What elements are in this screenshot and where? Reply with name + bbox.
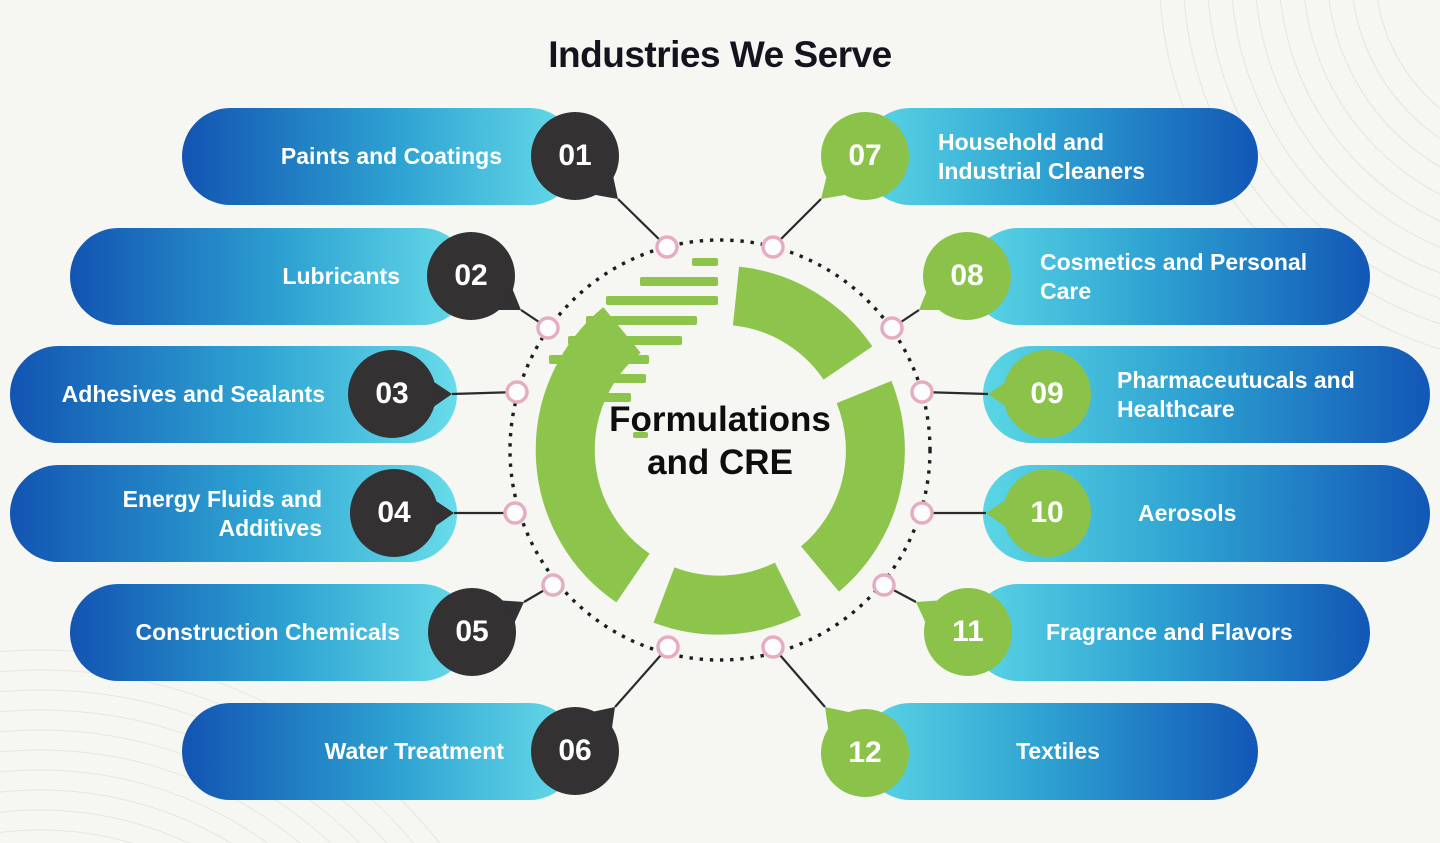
- ring-segment-top: [732, 266, 873, 381]
- industry-pill-07: Household and Industrial Cleaners: [862, 108, 1258, 205]
- industry-number-badge-11: 11: [924, 588, 1012, 676]
- badge-number: 03: [375, 377, 409, 410]
- page-title: Industries We Serve: [548, 34, 892, 75]
- industry-number-badge-07: 07: [821, 112, 909, 200]
- industry-pill-05: Construction Chemicals: [70, 584, 470, 681]
- center-label: Formulations and CRE: [609, 400, 831, 483]
- industry-label-07: Household and Industrial Cleaners: [938, 129, 1146, 184]
- badge-number: 01: [558, 139, 592, 172]
- industry-number-badge-04: 04: [350, 469, 438, 557]
- industry-label-05: Construction Chemicals: [135, 619, 400, 646]
- industry-pill-06: Water Treatment: [182, 703, 578, 800]
- industry-number-badge-03: 03: [348, 350, 436, 438]
- badge-number: 10: [1030, 496, 1064, 529]
- badge-number: 04: [377, 496, 411, 529]
- ring-segment-bottom: [653, 562, 802, 635]
- badge-number: 05: [455, 615, 489, 648]
- badge-number: 06: [558, 734, 592, 767]
- industry-pill-12: Textiles: [862, 703, 1258, 800]
- badge-number: 07: [848, 139, 882, 172]
- industry-label-10: Aerosols: [1138, 500, 1237, 527]
- industry-pill-08: Cosmetics and Personal Care: [970, 228, 1370, 325]
- industry-number-badge-06: 06: [531, 707, 619, 795]
- industry-number-badge-10: 10: [1003, 469, 1091, 557]
- industry-label-09: Pharmaceutucals and Healthcare: [1117, 367, 1355, 422]
- industry-label-06: Water Treatment: [324, 738, 504, 765]
- industry-pill-02: Lubricants: [70, 228, 470, 325]
- industry-label-02: Lubricants: [282, 263, 400, 290]
- industry-pill-01: Paints and Coatings: [182, 108, 578, 205]
- badge-number: 09: [1030, 377, 1064, 410]
- industry-number-badge-12: 12: [821, 709, 909, 797]
- industry-label-08: Cosmetics and Personal Care: [1040, 249, 1308, 304]
- industry-label-11: Fragrance and Flavors: [1046, 619, 1293, 646]
- badge-number: 12: [848, 736, 882, 769]
- industry-pill-11: Fragrance and Flavors: [970, 584, 1370, 681]
- industry-label-01: Paints and Coatings: [280, 143, 502, 170]
- industry-label-12: Textiles: [1016, 738, 1100, 765]
- industry-label-03: Adhesives and Sealants: [61, 381, 325, 408]
- industry-label-04: Energy Fluids and Additives: [122, 486, 322, 541]
- industry-number-badge-08: 08: [923, 232, 1011, 320]
- badge-number: 02: [454, 259, 488, 292]
- industry-number-badge-05: 05: [428, 588, 516, 676]
- industry-number-badge-09: 09: [1003, 350, 1091, 438]
- badge-number: 08: [950, 259, 984, 292]
- industry-number-badge-02: 02: [427, 232, 515, 320]
- industry-number-badge-01: 01: [531, 112, 619, 200]
- badge-number: 11: [952, 615, 984, 648]
